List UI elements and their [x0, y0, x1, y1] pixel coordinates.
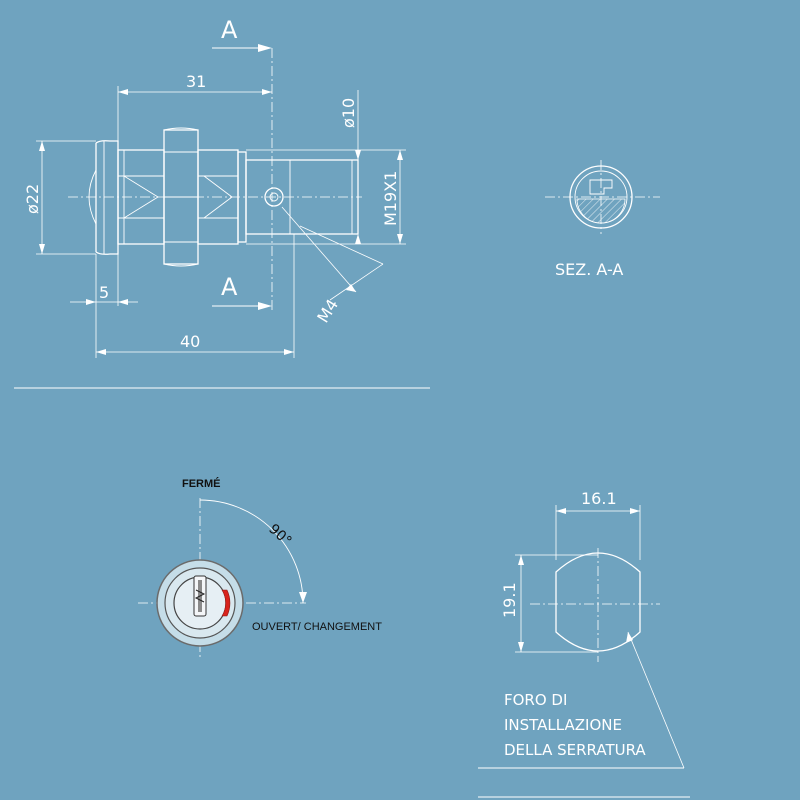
dim-arrow [397, 150, 403, 160]
nut-curve [163, 127, 199, 131]
dim-arrow [86, 299, 96, 305]
leader-line-m4 [281, 206, 357, 293]
section-view: SEZ. A-A [545, 160, 660, 279]
label-closed: FERMÉ [182, 477, 221, 490]
dim-arrow [518, 642, 524, 652]
dim-arrow [397, 234, 403, 244]
section-label: SEZ. A-A [555, 260, 623, 279]
note-leader-arrow [626, 632, 633, 643]
section-key-slot [589, 179, 613, 195]
section-marker-top: A [221, 16, 238, 44]
dim-arrow [518, 555, 524, 565]
dim-arrow [39, 244, 45, 254]
rotation-arrow [299, 592, 307, 603]
dim-arrow [355, 234, 361, 244]
side-view: A A 31 [14, 16, 430, 389]
cap-outline [95, 140, 119, 255]
screw-hole [264, 187, 284, 207]
rotation-angle: 90° [265, 521, 294, 550]
dim-arrow [630, 508, 640, 514]
section-marker-bottom: A [221, 273, 238, 301]
dim-arrow [284, 349, 294, 355]
rotation-arc [199, 499, 304, 604]
dim-label-thread: M19X1 [381, 171, 400, 226]
dim-label-screw: M4 [313, 296, 342, 326]
key-view: FERMÉ 90° OUVERT/ CHANGEMENT [138, 477, 382, 660]
dim-label-cap-depth: 5 [99, 283, 109, 302]
dim-arrow [118, 89, 128, 95]
section-arrow-top-head [258, 44, 272, 52]
dim-label-height: 19.1 [500, 582, 519, 618]
dim-label-31: 31 [186, 72, 206, 91]
key-profile-icon [194, 589, 206, 603]
dim-arrow [355, 150, 361, 160]
nut-curve [163, 263, 199, 267]
dim-label-shaft-diameter: ø10 [339, 98, 358, 128]
dim-arrow [39, 141, 45, 151]
dim-label-width: 16.1 [581, 489, 617, 508]
dim-label-cap-diameter: ø22 [23, 184, 42, 214]
label-open: OUVERT/ CHANGEMENT [252, 621, 382, 633]
dim-arrow [118, 299, 128, 305]
note-line-1: FORO DI [504, 691, 567, 709]
dim-arrow [346, 284, 356, 292]
dim-arrow [96, 349, 106, 355]
open-indicator [221, 589, 231, 617]
dim-arrow [556, 508, 566, 514]
dim-arrow [262, 89, 272, 95]
dim-line-m4 [329, 263, 384, 301]
note-leader [627, 631, 685, 769]
cutout-view: 16.1 19.1 FORO DI INSTALLAZIONE DELLA SE… [478, 489, 690, 798]
note-line-2: INSTALLAZIONE [504, 716, 622, 734]
section-arrow-bottom-head [258, 302, 272, 310]
dim-label-overall-length: 40 [180, 332, 200, 351]
leader-line-m4 [299, 225, 384, 265]
note-line-3: DELLA SERRATURA [504, 741, 646, 759]
